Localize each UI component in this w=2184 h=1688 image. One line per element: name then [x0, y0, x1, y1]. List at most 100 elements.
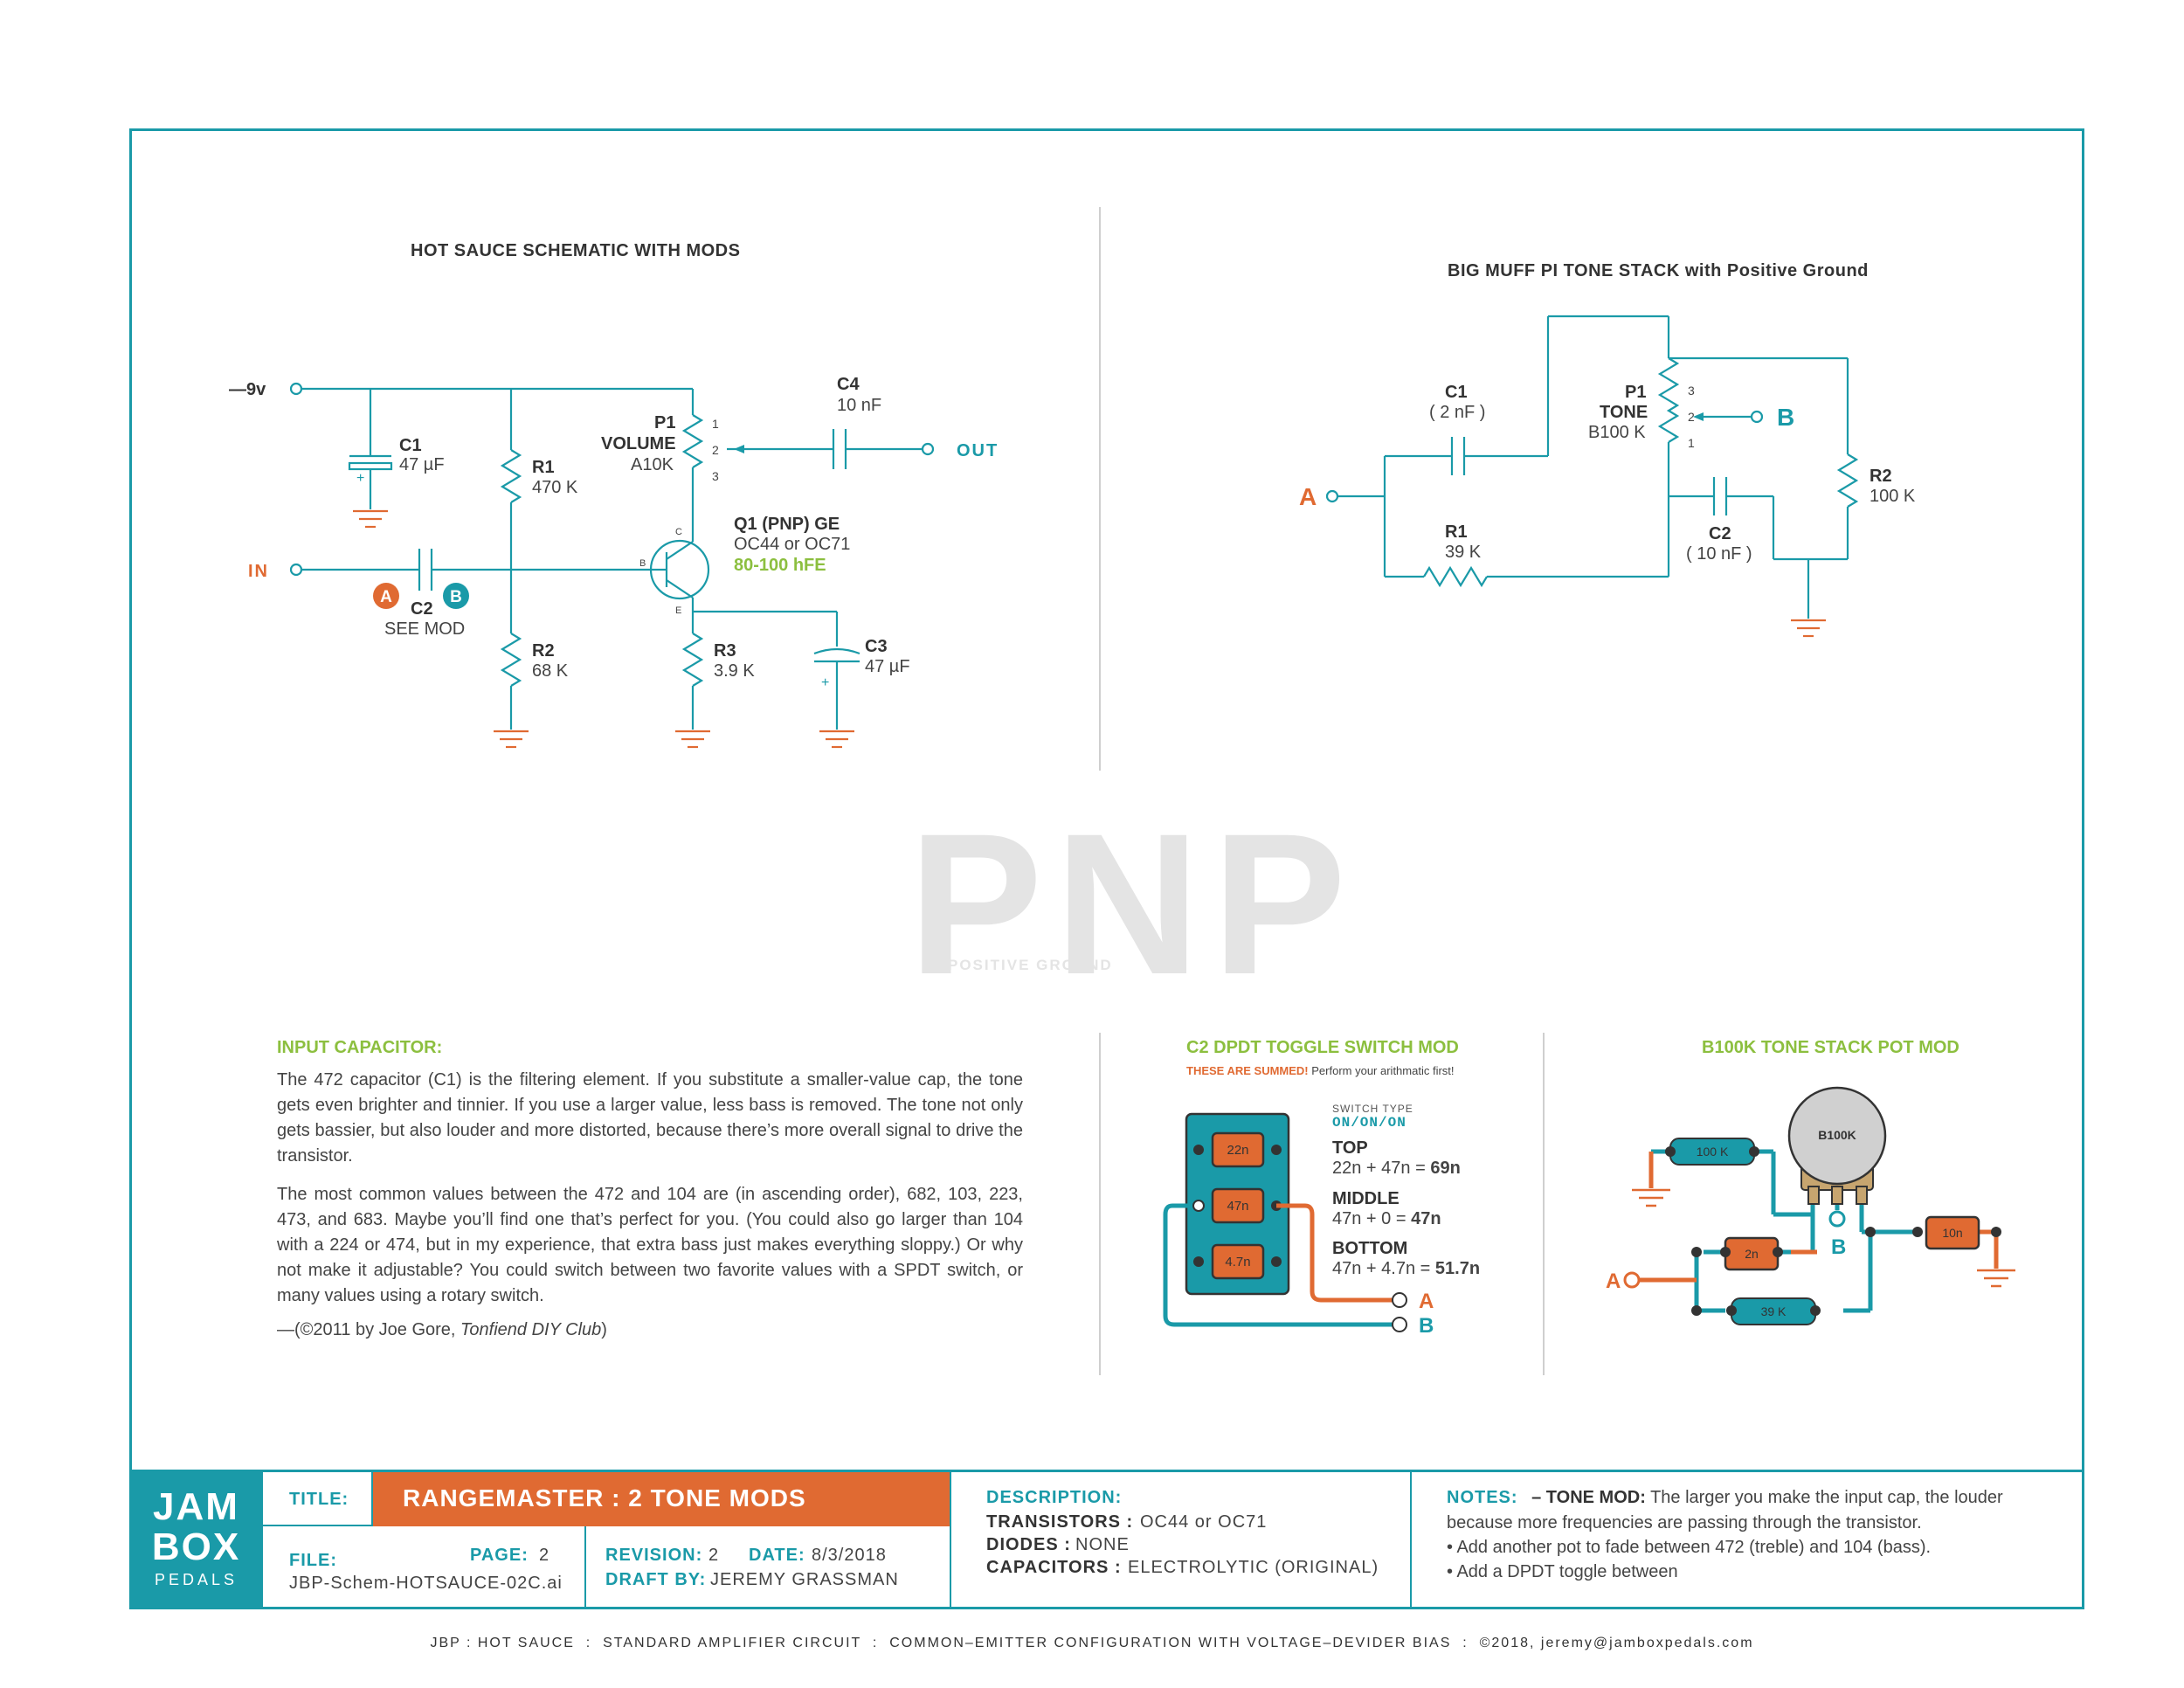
c3-value: 47 µF: [865, 657, 910, 676]
c2-value: SEE MOD: [384, 619, 465, 639]
badge-a: A: [380, 588, 392, 606]
description-block: DESCRIPTION: TRANSISTORS : OC44 or OC71 …: [951, 1470, 1412, 1609]
c2mod-warning: THESE ARE SUMMED! Perform your arithmati…: [1186, 1064, 1455, 1077]
ts-pin3: 3: [1688, 384, 1695, 398]
c1-plus: +: [356, 471, 364, 486]
credit-prefix: —(©2011 by Joe Gore,: [277, 1320, 461, 1339]
logo-box: BOX: [151, 1525, 241, 1568]
r2-name: R2: [532, 641, 555, 661]
r1-name: R1: [532, 458, 555, 477]
c2-name: C2: [411, 599, 433, 619]
r3-name: R3: [714, 641, 736, 661]
hot-sauce-schematic: A B —9v IN OUT C1 47 µF + R1 470 K R2 68…: [229, 375, 997, 749]
p1-name: P1: [654, 413, 675, 432]
capacitors-value: ELECTROLYTIC (ORIGINAL): [1128, 1558, 1379, 1577]
ts-r2-name: R2: [1870, 467, 1892, 486]
p1-pin1: 1: [712, 417, 719, 431]
pot-label: B100K: [1818, 1128, 1856, 1142]
draft-value: JEREMY GRASSMAN: [710, 1570, 899, 1589]
input-cap-paragraph-2: The most common values between the 472 a…: [277, 1185, 1023, 1305]
capacitors-label: CAPACITORS :: [986, 1558, 1122, 1577]
ts-r1-value: 39 K: [1445, 543, 1482, 562]
ts-a: A: [1299, 483, 1317, 510]
input-cap-paragraph-1: The 472 capacitor (C1) is the filtering …: [277, 1070, 1023, 1166]
transistors-value: OC44 or OC71: [1140, 1512, 1268, 1532]
supply-label: —9v: [229, 380, 266, 399]
p1-pin3: 3: [712, 469, 719, 483]
tonestack-title: BIG MUFF PI TONE STACK with Positive Gro…: [1448, 261, 1869, 280]
switch-type: ON/ON/ON: [1332, 1115, 1406, 1131]
notes-line-2: because more frequencies are passing thr…: [1447, 1513, 1922, 1532]
ts-c2-value: ( 10 nF ): [1686, 544, 1752, 564]
draft-label: DRAFT BY:: [605, 1570, 707, 1589]
r3-value: 3.9 K: [714, 661, 755, 681]
title-label-cell: TITLE:: [263, 1472, 373, 1526]
b100k-pot-mod: B100K 100 K 2n 39 K 10n B A: [1606, 1086, 2015, 1325]
top-eq-text: 22n + 47n =: [1332, 1159, 1431, 1178]
notes-label: NOTES:: [1447, 1488, 1518, 1507]
c4-value: 10 nF: [837, 396, 881, 415]
ts-pin2: 2: [1688, 410, 1695, 424]
potmod-heading: B100K TONE STACK POT MOD: [1702, 1038, 1959, 1057]
diodes-label: DIODES :: [986, 1535, 1071, 1554]
in-label: IN: [248, 562, 269, 581]
ts-c2-name: C2: [1709, 524, 1731, 543]
c2-toggle-switch: 22n 47n 4.7n A B: [1163, 1112, 1434, 1338]
divider-bottom-left: [1099, 1033, 1101, 1375]
c1-value: 47 µF: [399, 455, 445, 474]
c3-name: C3: [865, 637, 888, 656]
credit-italic: Tonfiend DIY Club: [460, 1320, 602, 1339]
divider-top-center: [1099, 207, 1101, 771]
schematic-title: HOT SAUCE SCHEMATIC WITH MODS: [411, 241, 741, 260]
cap-10n: 10n: [1942, 1226, 1962, 1240]
bottom-label: BOTTOM: [1332, 1239, 1408, 1258]
transistors-label: TRANSISTORS :: [986, 1512, 1134, 1532]
warn-bold: THESE ARE SUMMED!: [1186, 1064, 1309, 1077]
middle-result: 47n: [1411, 1209, 1441, 1228]
input-cap-credit: —(©2011 by Joe Gore, Tonfiend DIY Club): [277, 1318, 1023, 1343]
q1-name: Q1 (PNP) GE: [734, 515, 840, 534]
revision-label: REVISION:: [605, 1546, 703, 1565]
resistor-39k: 39 K: [1761, 1304, 1787, 1318]
top-result: 69n: [1430, 1159, 1461, 1178]
title-inner-divider: [584, 1526, 586, 1609]
q1-pin-b: B: [639, 558, 646, 569]
ts-c1-value: ( 2 nF ): [1429, 403, 1485, 422]
cap-47n: 47n: [1227, 1199, 1248, 1214]
title-bar: RANGEMASTER : 2 TONE MODS: [373, 1472, 950, 1526]
middle-eq-text: 47n + 0 =: [1332, 1209, 1412, 1228]
q1-hfe: 80-100 hFE: [734, 556, 826, 575]
r1-value: 470 K: [532, 478, 578, 497]
bottom-eq-text: 47n + 4.7n =: [1332, 1259, 1435, 1278]
title-label: TITLE:: [289, 1490, 349, 1509]
p1-label: VOLUME: [601, 434, 676, 453]
cap-22n: 22n: [1227, 1143, 1248, 1158]
ts-b: B: [1777, 404, 1794, 431]
top-eq: 22n + 47n = 69n: [1332, 1159, 1461, 1179]
page-label: PAGE:: [470, 1546, 529, 1565]
revision-value: 2: [708, 1546, 720, 1565]
bottom-eq: 47n + 4.7n = 51.7n: [1332, 1259, 1480, 1279]
q1-model: OC44 or OC71: [734, 535, 850, 554]
cap-2n: 2n: [1745, 1247, 1759, 1261]
ts-c1-name: C1: [1445, 383, 1468, 402]
badge-b: B: [450, 588, 462, 606]
notes-text-1: The larger you make the input cap, the l…: [1645, 1488, 2003, 1507]
watermark-positive-ground: POSITIVE GROUND: [948, 957, 1113, 973]
credit-suffix: ): [601, 1320, 607, 1339]
title-value: RANGEMASTER : 2 TONE MODS: [403, 1484, 806, 1512]
switch-type-label: SWITCH TYPE: [1332, 1103, 1413, 1115]
date-value: 8/3/2018: [812, 1546, 887, 1565]
ts-r1-name: R1: [1445, 522, 1468, 542]
potmod-a: A: [1606, 1269, 1621, 1293]
diodes-value: NONE: [1075, 1535, 1130, 1554]
potmod-b: B: [1831, 1235, 1846, 1259]
logo-pedals: PEDALS: [154, 1571, 238, 1588]
ts-r2-value: 100 K: [1870, 487, 1916, 506]
ts-p1-name: P1: [1625, 383, 1646, 402]
q1-pin-c: C: [675, 527, 682, 537]
resistor-100k: 100 K: [1697, 1145, 1729, 1159]
file-label: FILE:: [289, 1551, 337, 1570]
date-label: DATE:: [749, 1546, 805, 1565]
top-label: TOP: [1332, 1138, 1368, 1158]
